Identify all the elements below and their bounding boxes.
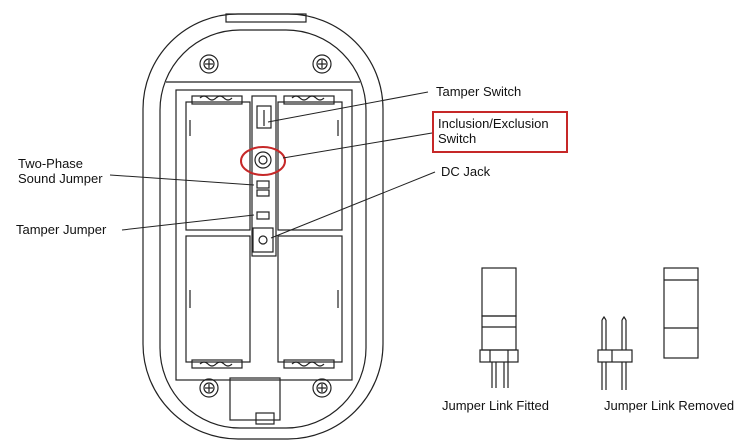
leader-lines — [109, 91, 436, 239]
battery-compartment — [175, 89, 353, 381]
sound-jumper-part — [256, 180, 270, 189]
label-tamper-switch: Tamper Switch — [436, 84, 522, 99]
label-jumper-link-removed: Jumper Link Removed — [604, 398, 735, 413]
leader-two-phase — [109, 174, 255, 186]
leader-inclusion-switch — [282, 132, 433, 159]
battery-top-right — [277, 95, 343, 231]
battery-bottom-left — [185, 235, 251, 369]
battery-bottom-right — [277, 235, 343, 369]
label-two-phase-sound-jumper: Two-Phase Sound Jumper — [18, 156, 103, 186]
label-tamper-jumper: Tamper Jumper — [16, 222, 107, 237]
center-board — [240, 95, 286, 257]
dc-jack-part — [252, 227, 274, 253]
bottom-slot — [255, 412, 275, 425]
screw-icon — [312, 54, 332, 74]
inclusion-switch-callout-box — [432, 111, 568, 153]
batteries — [185, 95, 343, 369]
tamper-switch-part — [256, 105, 272, 129]
inclusion-switch-part — [254, 151, 272, 169]
inclusion-switch-highlight — [240, 146, 286, 176]
dc-jack-hole — [258, 235, 268, 245]
screw-icon — [199, 378, 219, 398]
screw-icon — [312, 378, 332, 398]
jumper-link-removed-diagram — [663, 267, 699, 359]
bottom-notch — [229, 377, 281, 421]
screws — [199, 54, 332, 398]
jumper-link-fitted-diagram — [479, 267, 519, 388]
label-inclusion-exclusion-switch: Inclusion/Exclusion Switch — [438, 116, 549, 146]
leader-tamper-jumper — [121, 214, 255, 231]
label-jumper-link-fitted: Jumper Link Fitted — [442, 398, 549, 413]
sound-jumper-part-2 — [256, 189, 270, 197]
housing-top-tab — [225, 13, 307, 23]
leader-tamper-switch — [267, 91, 429, 123]
housing-outer — [142, 13, 384, 440]
leader-dc-jack — [270, 171, 436, 239]
jumper-pins-diagram — [597, 315, 633, 390]
battery-top-left — [185, 95, 251, 231]
device-housing — [142, 13, 384, 440]
housing-inner — [159, 29, 367, 429]
pcb-strip — [251, 95, 277, 257]
screw-icon — [199, 54, 219, 74]
label-dc-jack: DC Jack — [441, 164, 491, 179]
tamper-jumper-part — [256, 211, 270, 220]
